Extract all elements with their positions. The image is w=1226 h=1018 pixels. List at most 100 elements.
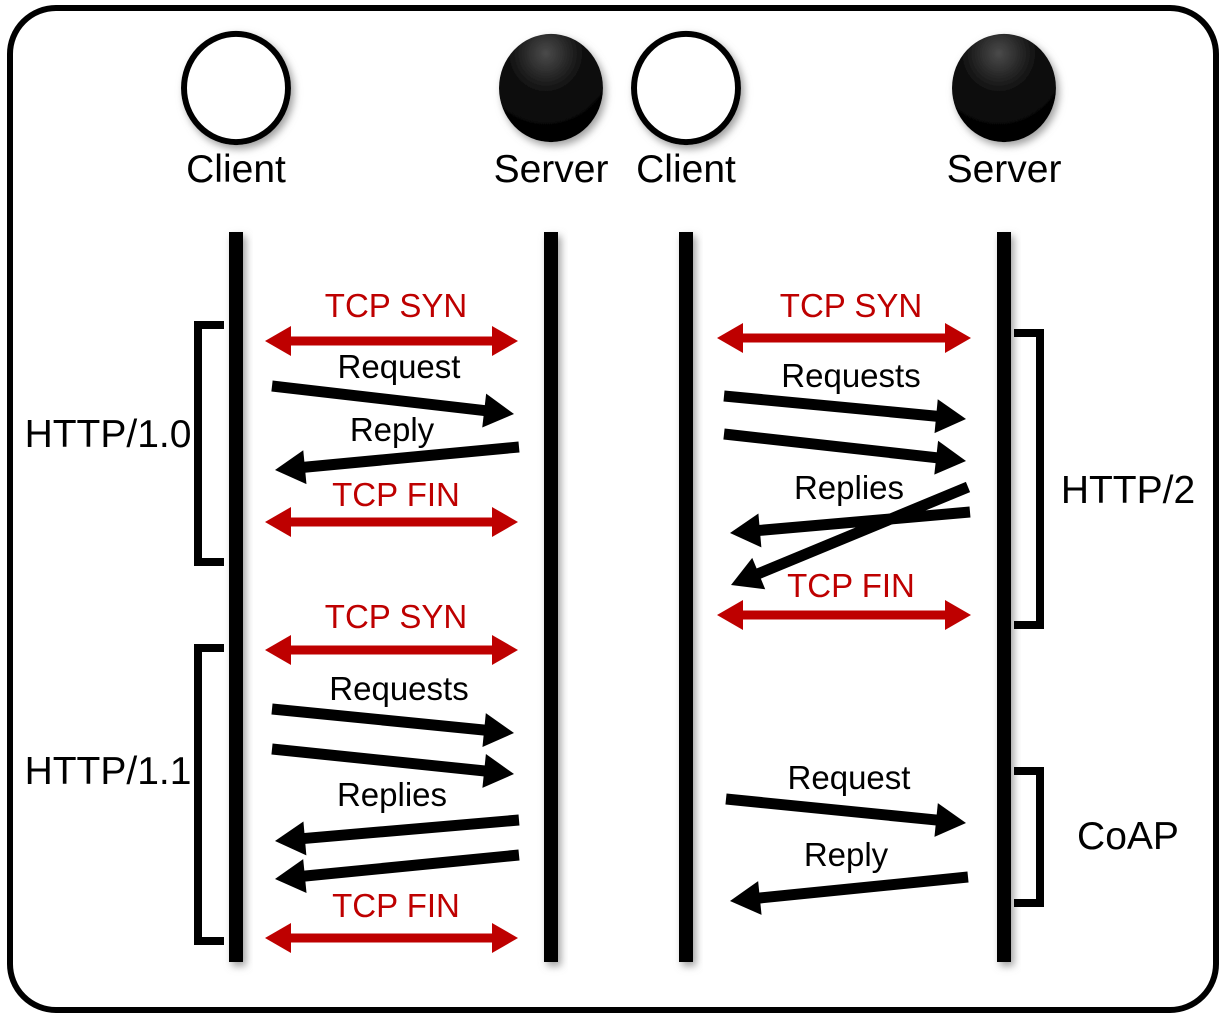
- message-label-http11-4: TCP SYN: [325, 598, 467, 635]
- message-label-http2-11: Requests: [781, 357, 920, 394]
- message-arrow-http2-10-tcp: [717, 323, 971, 353]
- arrow-head: [730, 513, 762, 548]
- arrow-shaft: [752, 481, 971, 581]
- arrow-head: [934, 440, 966, 475]
- group-label-http2: HTTP/2: [1061, 469, 1195, 512]
- message-arrow-http10-1-data: [271, 380, 514, 428]
- lifeline-s2: [997, 232, 1011, 962]
- message-label-http11-5: Requests: [329, 670, 468, 707]
- group-http2: HTTP/2: [1014, 329, 1195, 629]
- actor-c1: Client: [181, 30, 291, 191]
- message-label-http2-10: TCP SYN: [780, 287, 922, 324]
- group-http11: HTTP/1.1: [25, 644, 224, 945]
- lifeline-s1: [544, 232, 558, 962]
- arrow-head: [945, 600, 971, 630]
- message-arrow-http11-9-tcp: [265, 923, 518, 953]
- arrow-shaft: [299, 441, 520, 474]
- arrow-head: [482, 393, 514, 428]
- actor-c2: Client: [631, 30, 741, 191]
- arrow-shaft: [271, 380, 490, 417]
- open-circle-icon: [631, 30, 741, 146]
- arrow-head: [934, 803, 966, 837]
- arrow-shaft: [723, 428, 942, 464]
- message-label-http10-3: TCP FIN: [332, 476, 460, 513]
- message-arrow-http2-11-data: [723, 390, 966, 434]
- message-label-http2-13: Replies: [794, 469, 904, 506]
- arrow-head: [275, 821, 307, 856]
- arrow-shaft: [725, 793, 942, 826]
- message-arrow-http2-12-data: [723, 428, 966, 475]
- arrow-shaft: [299, 814, 520, 845]
- open-circle-icon: [181, 30, 291, 146]
- message-label-coap-16: Request: [788, 759, 911, 796]
- message-label-http2-15: TCP FIN: [787, 567, 915, 604]
- arrow-head-start: [265, 923, 291, 953]
- messages-layer: [265, 323, 971, 953]
- rounded-rectangle-border: [7, 5, 1219, 1013]
- arrow-shaft: [299, 849, 520, 882]
- message-label-coap-17: Reply: [804, 836, 889, 873]
- group-label-http10: HTTP/1.0: [25, 413, 192, 456]
- message-arrow-http11-5-data: [271, 703, 514, 747]
- group-http10: HTTP/1.0: [25, 321, 224, 566]
- message-label-http11-9: TCP FIN: [332, 887, 460, 924]
- group-label-http11: HTTP/1.1: [25, 750, 192, 793]
- message-label-http10-0: TCP SYN: [325, 287, 467, 324]
- arrow-head: [492, 326, 518, 356]
- lifeline-bar: [679, 232, 693, 962]
- arrow-head: [482, 713, 514, 747]
- message-arrow-http11-6-data: [271, 743, 514, 788]
- group-coap: CoAP: [1014, 767, 1179, 907]
- lifeline-bar: [229, 232, 243, 962]
- diagram-frame: [7, 5, 1219, 1013]
- actor-label-s2: Server: [947, 148, 1062, 191]
- filled-circle-icon: [952, 33, 1056, 143]
- lifeline-c2: [679, 232, 693, 962]
- actor-label-s1: Server: [494, 148, 609, 191]
- group-bracket-http2: [1014, 329, 1044, 629]
- message-arrow-http11-4-tcp: [265, 635, 518, 665]
- message-label-http10-1: Request: [338, 348, 461, 385]
- lifelines-layer: [229, 232, 1011, 962]
- arrow-head: [934, 399, 966, 434]
- lifeline-c1: [229, 232, 243, 962]
- arrow-head: [275, 450, 307, 485]
- group-bracket-http11: [194, 644, 224, 945]
- message-arrow-http11-7-data: [275, 814, 520, 856]
- message-arrow-http11-8-data: [275, 849, 520, 893]
- message-arrow-http2-15-tcp: [717, 600, 971, 630]
- group-label-coap: CoAP: [1077, 815, 1179, 858]
- lifeline-bar: [544, 232, 558, 962]
- arrow-head: [730, 881, 762, 915]
- message-label-http11-7: Replies: [337, 776, 447, 813]
- arrow-head-start: [265, 326, 291, 356]
- actor-label-c1: Client: [186, 148, 286, 191]
- arrow-head-start: [265, 507, 291, 537]
- actors-layer: Client Server Client Server: [181, 30, 1062, 191]
- arrow-head: [275, 859, 307, 893]
- arrow-head-start: [717, 323, 743, 353]
- actor-s1: Server: [494, 33, 609, 191]
- arrow-head: [492, 923, 518, 953]
- arrow-head: [492, 507, 518, 537]
- group-bracket-coap: [1014, 767, 1044, 907]
- message-arrow-http10-3-tcp: [265, 507, 518, 537]
- filled-circle-icon: [499, 33, 603, 143]
- message-arrow-coap-16-data: [725, 793, 966, 837]
- message-arrow-http2-14-data: [731, 481, 971, 590]
- arrow-head: [731, 557, 766, 590]
- arrow-head: [482, 754, 514, 788]
- actor-s2: Server: [947, 33, 1062, 191]
- actor-label-c2: Client: [636, 148, 736, 191]
- message-arrow-http10-0-tcp: [265, 326, 518, 356]
- arrow-shaft: [754, 506, 971, 537]
- message-arrow-http2-13-data: [730, 506, 971, 548]
- message-arrow-coap-17-data: [730, 871, 969, 915]
- message-label-http10-2: Reply: [350, 411, 435, 448]
- arrow-head: [945, 323, 971, 353]
- arrow-shaft: [723, 390, 942, 423]
